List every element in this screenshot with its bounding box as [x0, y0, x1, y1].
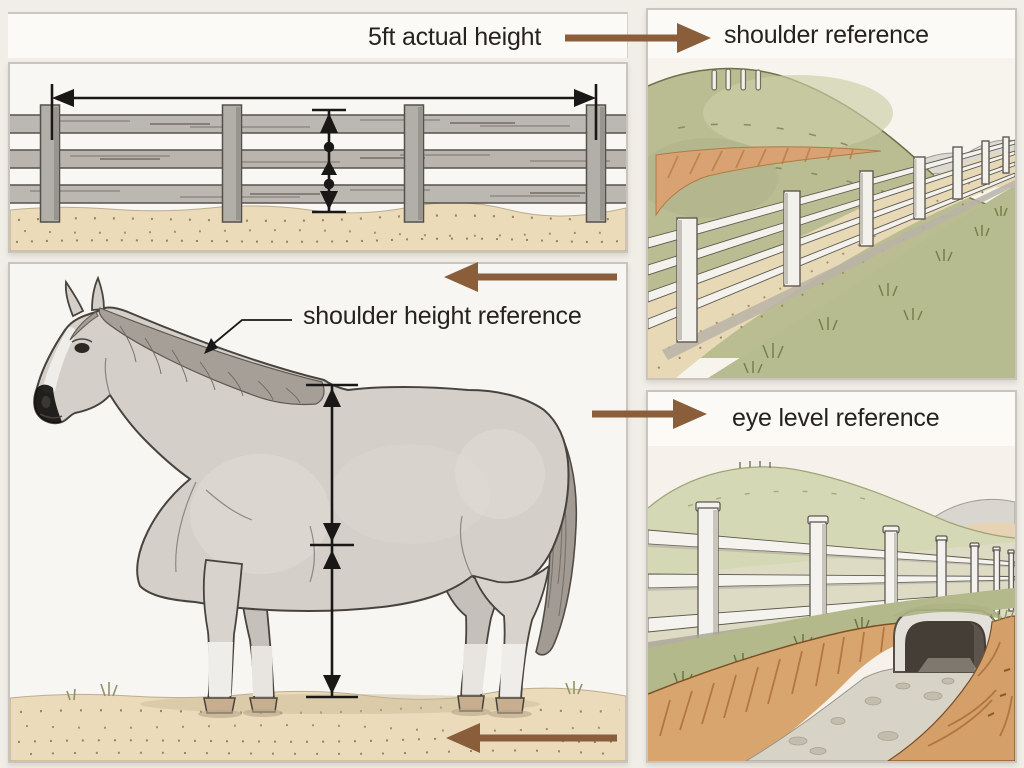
arrow-right-icon	[565, 22, 711, 54]
arrow-left-icon	[444, 261, 617, 293]
horse-figure	[33, 275, 578, 718]
sand-ground	[10, 202, 626, 251]
white-fence	[648, 136, 1015, 343]
grass-tufts	[743, 206, 1008, 374]
foreground-grass	[708, 186, 1015, 378]
hillside-fence-illustration	[648, 58, 1015, 378]
horse-mane	[98, 307, 325, 406]
shoulder-height-label: shoulder height reference	[303, 302, 582, 330]
ditch-fence-illustration	[648, 446, 1015, 761]
dirt-band	[655, 146, 882, 217]
hilltop-posts	[711, 68, 762, 91]
shoulder-reference-panel: shoulder reference	[646, 8, 1017, 380]
eye-level-panel: eye level reference	[646, 390, 1017, 763]
culvert	[892, 603, 1004, 673]
grass-tufts	[66, 681, 583, 701]
fence-rails	[10, 114, 626, 204]
shoulder-reference-label: shoulder reference	[724, 21, 929, 49]
actual-height-label-band: 5ft actual height	[8, 12, 628, 58]
eye-level-label: eye level reference	[732, 404, 940, 432]
height-dimension-marker	[312, 108, 346, 214]
fence-front-panel	[8, 62, 628, 253]
arrow-left-icon	[446, 722, 617, 754]
arrow-right-icon	[592, 398, 707, 430]
shoulder-reference-label-band: shoulder reference	[648, 10, 1015, 58]
bank-grass-fringe	[990, 609, 1015, 623]
crest-posts	[739, 461, 771, 468]
eye-level-label-band: eye level reference	[648, 392, 1015, 446]
width-dimension-arrow	[50, 84, 598, 140]
fence-front-illustration	[10, 64, 626, 251]
actual-height-label: 5ft actual height	[368, 23, 542, 51]
shoulder-leader-line	[204, 319, 292, 354]
ditch-far-bank	[886, 615, 1015, 761]
shoulder-height-dimension	[306, 383, 358, 699]
horse-illustration	[10, 264, 626, 761]
ditch-near-bank	[648, 622, 903, 761]
stone-channel	[745, 667, 989, 761]
horse-panel: shoulder height reference	[8, 262, 628, 763]
